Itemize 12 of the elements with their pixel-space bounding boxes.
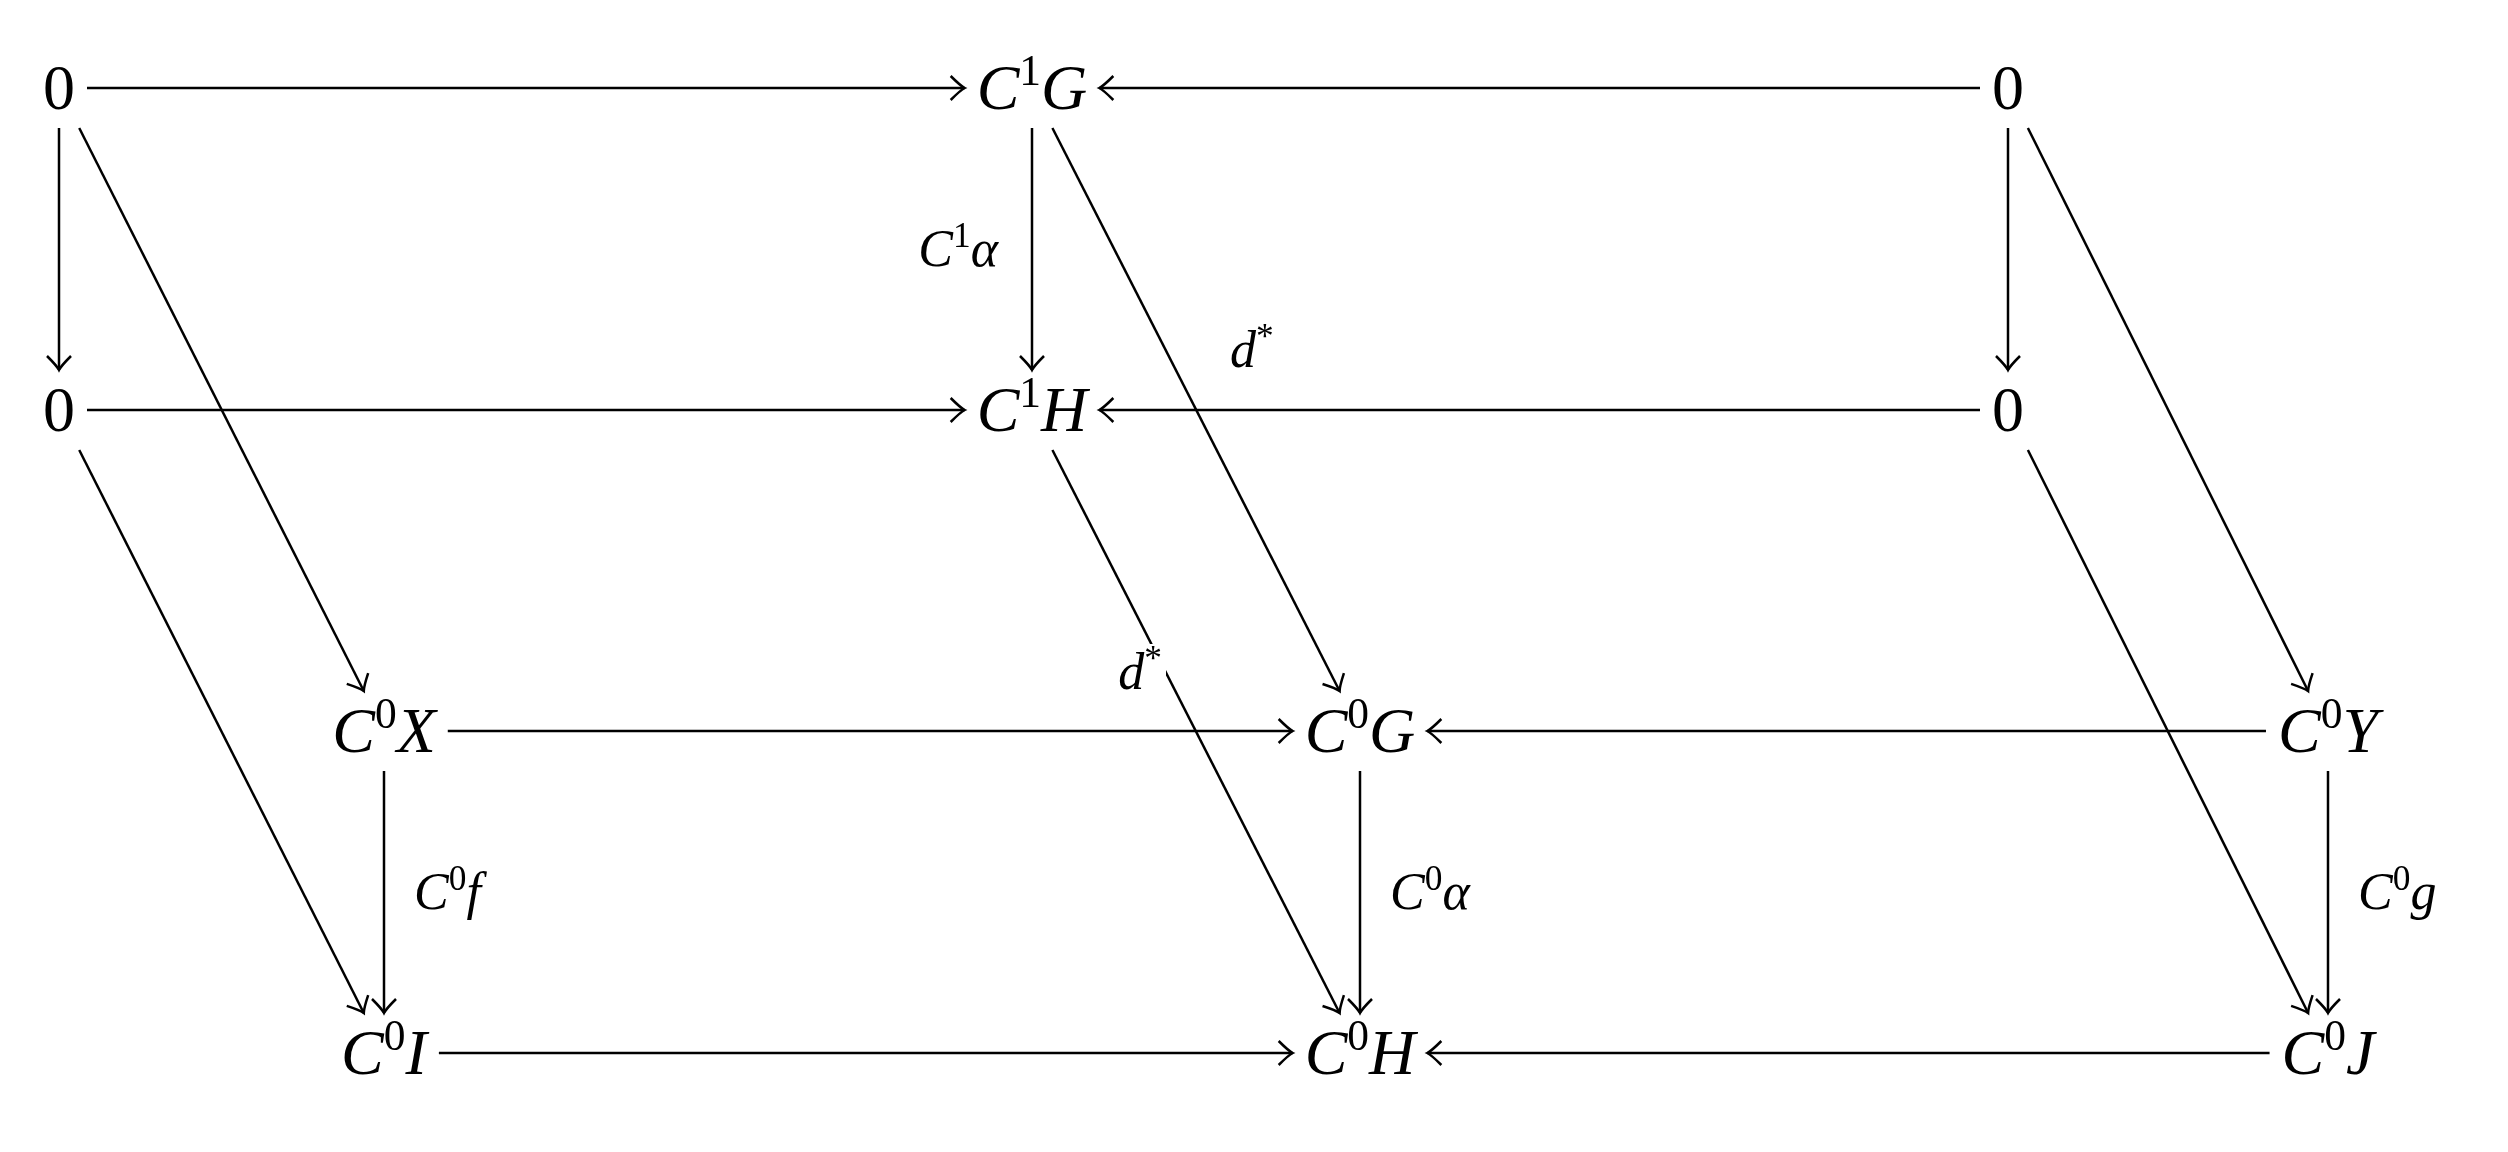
math-term: 0 xyxy=(35,50,83,126)
math-term: 0 xyxy=(1984,372,2032,448)
math-term: C$^{0}$Y xyxy=(2270,693,2386,769)
math-term: C$^{0}$X xyxy=(324,693,444,769)
math-term: C$^{0}$G xyxy=(1296,693,1424,769)
math-term: C$^{0}$J xyxy=(2273,1015,2383,1091)
math-term: 0 xyxy=(35,372,83,448)
math-term: C$^{1}$H xyxy=(968,372,1096,448)
math-term: C$^{0}$H xyxy=(1296,1015,1424,1091)
math-term: C$^{1}$G xyxy=(968,50,1096,126)
math-term: 0 xyxy=(1984,50,2032,126)
math-term: C$^{0}$I xyxy=(333,1015,435,1091)
